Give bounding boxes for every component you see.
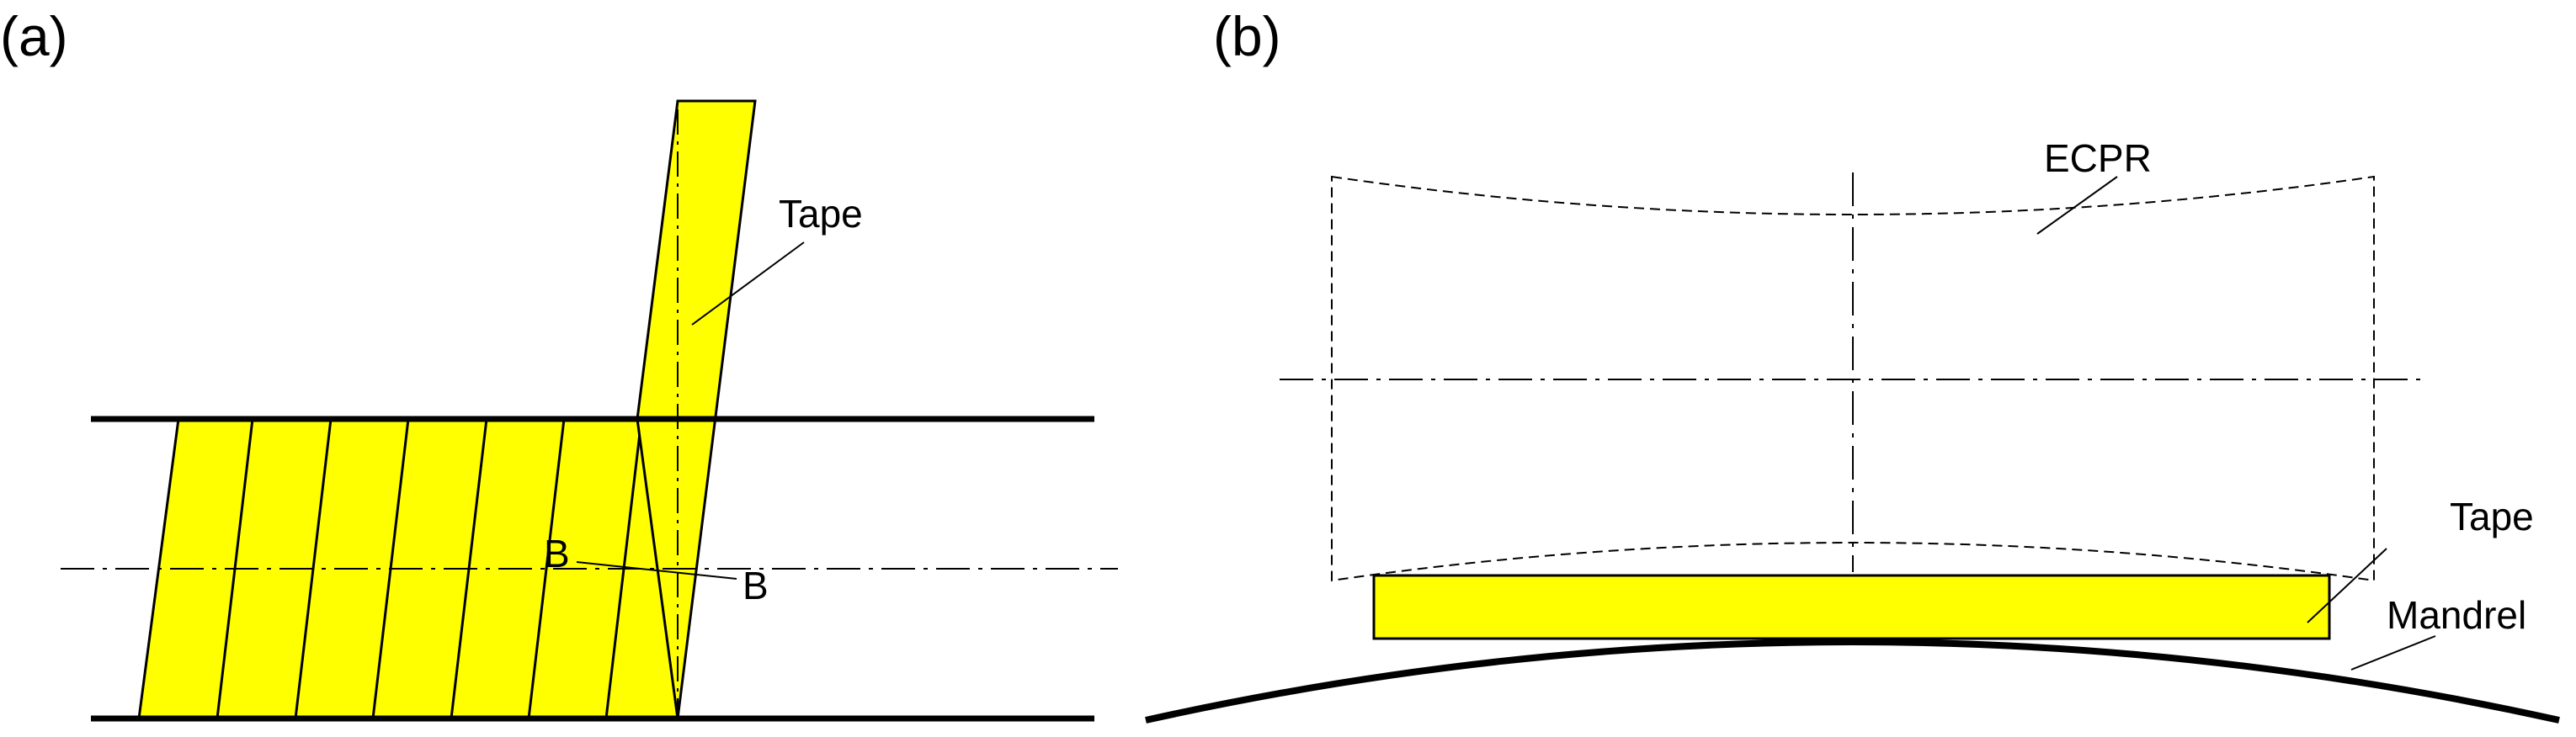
mandrel-label: Mandrel: [2387, 593, 2526, 637]
ecpr-leader: [2036, 176, 2118, 235]
panel-a-label: (a): [0, 5, 68, 67]
tape-rect-b: [1372, 574, 2331, 640]
mandrel-leader: [2350, 635, 2436, 671]
ecpr-label: ECPR: [2044, 136, 2152, 180]
tape-label-a: Tape: [779, 192, 863, 236]
tape-label-b: Tape: [2450, 495, 2534, 538]
ecpr-roller-outline: [1331, 175, 2375, 582]
tape-leader-a: [691, 241, 805, 326]
tape-leader-b: [2307, 548, 2387, 623]
strip-line: [527, 418, 566, 719]
point-b-label-2: B: [742, 564, 769, 607]
section-b-leader: [576, 561, 737, 580]
panel-b: (b) ECPR Tape Mandrel: [1145, 5, 2560, 724]
mandrel-arc: [1145, 639, 2560, 724]
point-b-label-1: B: [544, 532, 570, 575]
panel-a: (a) Tape B B: [0, 5, 1118, 722]
panel-b-label: (b): [1213, 5, 1281, 67]
